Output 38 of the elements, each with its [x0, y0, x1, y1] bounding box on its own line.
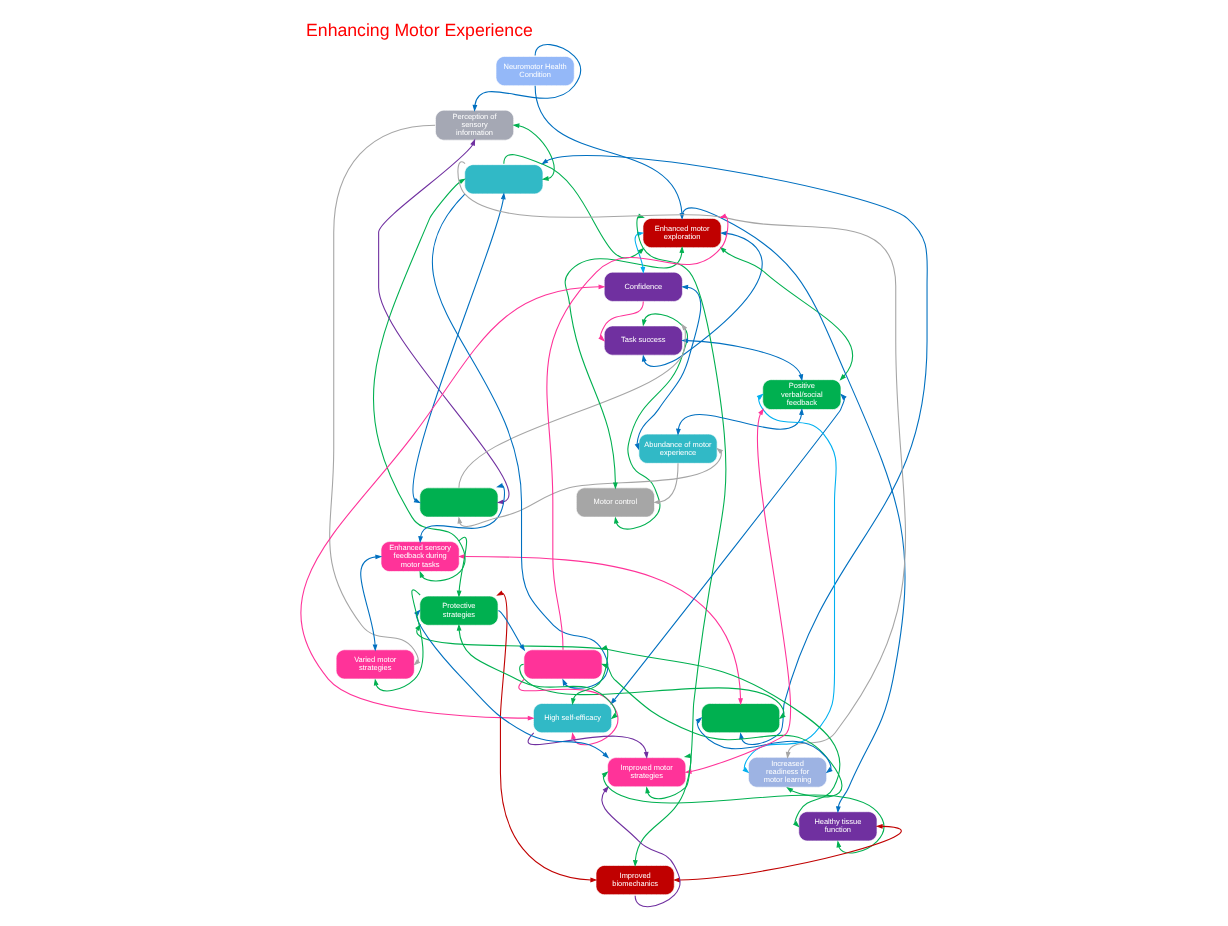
- arrow: [457, 554, 743, 706]
- arrow: [373, 178, 466, 582]
- arrow: [378, 138, 510, 505]
- arrow: [329, 124, 436, 666]
- arrow: [672, 823, 902, 883]
- arrow: [634, 284, 702, 451]
- arrow: [418, 483, 505, 544]
- arrow: [610, 393, 847, 705]
- arrow: [457, 447, 724, 527]
- node-box: [464, 164, 544, 195]
- arrow: [497, 610, 526, 652]
- arrow: [472, 44, 582, 112]
- arrow: [496, 590, 598, 883]
- arrow: [360, 554, 383, 652]
- arrow: [719, 246, 854, 381]
- arrow: [601, 785, 681, 908]
- arrow: [632, 753, 692, 868]
- node-box: [701, 703, 781, 734]
- arrow: [676, 407, 804, 436]
- node-box: [419, 487, 499, 518]
- node-box: [523, 649, 603, 680]
- arrow: [541, 155, 928, 745]
- arrow: [412, 192, 506, 504]
- arrow: [456, 623, 618, 720]
- arrow: [518, 678, 619, 746]
- arrow: [527, 732, 649, 759]
- arrow: [684, 408, 791, 774]
- arrow: [641, 231, 763, 367]
- arrow: [512, 123, 555, 181]
- arrow: [456, 536, 468, 598]
- arrow: [742, 393, 837, 774]
- arrow: [695, 717, 833, 774]
- arrow: [598, 300, 644, 342]
- arrow: [564, 246, 685, 490]
- arrow: [653, 462, 679, 505]
- arrow: [457, 161, 906, 759]
- arrow: [601, 771, 885, 854]
- diagram-title: Enhancing Motor Experience: [306, 19, 533, 40]
